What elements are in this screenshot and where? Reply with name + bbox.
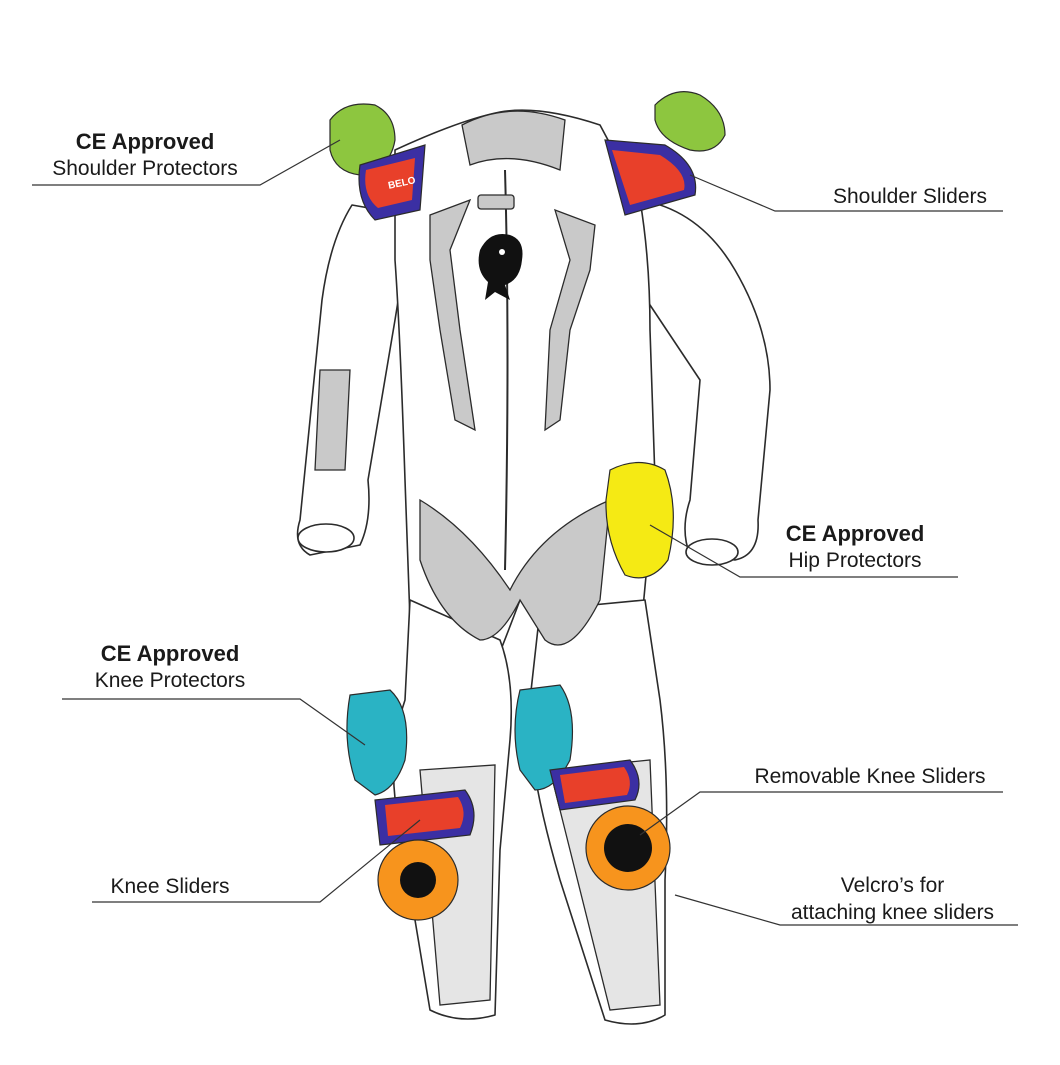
callout-velcros: Velcro’s for attaching knee sliders (765, 872, 1020, 926)
callout-shoulder-protectors-text: Shoulder Protectors (52, 157, 238, 180)
left-cuff (297, 523, 355, 553)
bear-logo-icon (478, 234, 523, 300)
leader-knee-protectors (62, 698, 366, 746)
right-shoulder-protector (654, 91, 726, 152)
zipper-line (504, 169, 509, 571)
right-knee-protector (514, 684, 574, 791)
callout-shoulder-protectors: CE Approved Shoulder Protectors (30, 128, 260, 182)
hip-protector (605, 461, 674, 579)
left-arm-panel (314, 369, 351, 471)
right-cuff (685, 538, 739, 566)
callout-hip-protectors-title: CE Approved (785, 521, 925, 546)
right-sleeve (639, 199, 771, 561)
callout-knee-protectors-text: Knee Protectors (94, 669, 246, 692)
leader-hip-protectors (649, 524, 958, 578)
callout-knee-protectors-title: CE Approved (100, 641, 240, 666)
left-knee-protector (346, 689, 408, 796)
callout-hip-protectors: CE Approved Hip Protectors (765, 520, 945, 574)
right-knee-velcro-center (604, 824, 652, 872)
right-shoulder-slider (612, 150, 685, 205)
left-knee-slider (385, 797, 464, 836)
callout-velcros-line1: Velcro’s for (840, 874, 945, 897)
callout-knee-protectors: CE Approved Knee Protectors (70, 640, 270, 694)
callout-velcros-line2: attaching knee sliders (790, 901, 995, 924)
leader-velcros (674, 894, 1018, 926)
zipper-pull (477, 194, 515, 210)
right-knee-slider (560, 767, 630, 803)
leader-shoulder-sliders (689, 174, 1003, 212)
left-shoulder-protector (329, 103, 396, 176)
callout-removable-knee-sliders-text: Removable Knee Sliders (754, 765, 986, 788)
left-shoulder-slider (365, 158, 415, 208)
leader-knee-sliders (92, 819, 421, 903)
callout-shoulder-sliders: Shoulder Sliders (805, 183, 1015, 210)
callout-hip-protectors-text: Hip Protectors (788, 549, 922, 572)
callout-removable-knee-sliders: Removable Knee Sliders (735, 763, 1005, 790)
callout-knee-sliders-text: Knee Sliders (110, 875, 230, 898)
right-chest-stripe (544, 208, 596, 432)
callout-shoulder-sliders-text: Shoulder Sliders (832, 185, 988, 208)
crotch-panel (419, 498, 611, 646)
callout-shoulder-protectors-title: CE Approved (75, 129, 215, 154)
callout-knee-sliders: Knee Sliders (95, 873, 245, 900)
left-sleeve (296, 204, 409, 556)
left-chest-stripe (429, 198, 476, 432)
leader-removable-knee-sliders (639, 791, 1003, 836)
collar-mesh (461, 110, 566, 171)
leader-shoulder-protectors (32, 139, 341, 186)
left-knee-velcro-center (400, 862, 436, 898)
